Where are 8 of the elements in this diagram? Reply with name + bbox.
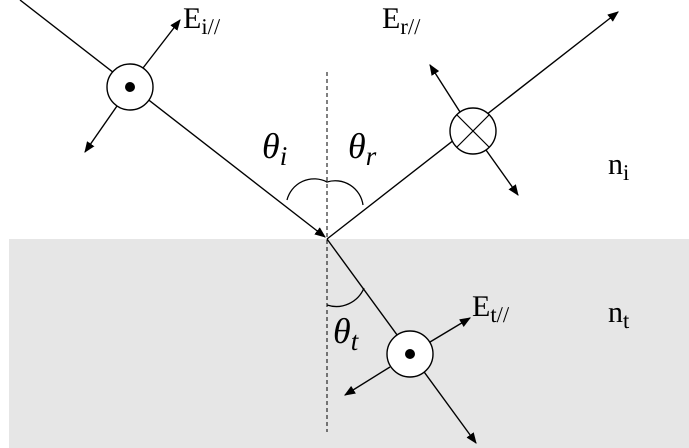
symbol-label: E$_{r//}$ bbox=[382, 4, 420, 34]
symbol-label: E$_{t//}$ bbox=[472, 292, 510, 322]
symbol-label: n$_{i}$ bbox=[608, 150, 630, 180]
angle-label: θ$_{i}$ bbox=[262, 128, 288, 164]
symbol-label: E$_{i//}$ bbox=[183, 4, 220, 34]
angle-label: θ$_{r}$ bbox=[348, 128, 376, 164]
symbol-label: n$_{t}$ bbox=[608, 298, 630, 328]
angle-label: θ$_{t}$ bbox=[333, 313, 358, 349]
